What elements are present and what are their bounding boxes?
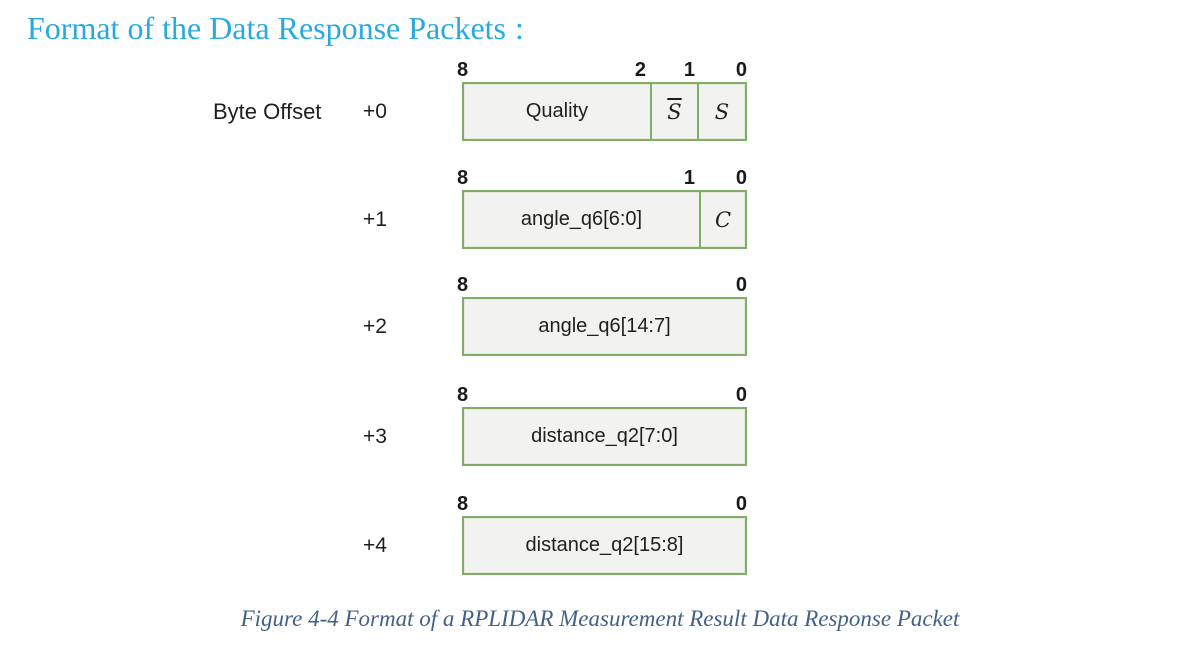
page-title: Format of the Data Response Packets: xyxy=(27,10,524,47)
field-cell-angle-high: angle_q6[14:7] xyxy=(538,315,671,337)
field-cell-c: C xyxy=(699,192,745,247)
bit-label: 0 xyxy=(735,384,747,406)
field-box: angle_q6[14:7] xyxy=(462,297,747,356)
packet-row-2: +2 8 0 angle_q6[14:7] xyxy=(0,275,1200,356)
bit-label: 0 xyxy=(735,59,747,81)
packet-row-1: +1 8 1 0 angle_q6[6:0] C xyxy=(0,168,1200,249)
bit-label: 1 xyxy=(683,59,695,81)
byte-offset-value: +0 xyxy=(363,99,387,123)
field-cell-angle-low: angle_q6[6:0] xyxy=(520,208,643,230)
figure-caption: Figure 4-4 Format of a RPLIDAR Measureme… xyxy=(240,606,960,631)
packet-row-0: +0 8 2 1 0 Quality S S xyxy=(0,60,1200,141)
packet-row-3: +3 8 0 distance_q2[7:0] xyxy=(0,385,1200,466)
field-cell-s: S xyxy=(697,84,745,139)
byte-offset-header: Byte Offset xyxy=(213,98,322,124)
byte-offset-value: +3 xyxy=(363,424,387,448)
field-box: Quality S S xyxy=(462,82,747,141)
bit-label: 8 xyxy=(457,384,469,406)
bit-label: 8 xyxy=(457,493,469,515)
bit-label: 2 xyxy=(634,59,646,81)
bit-label: 8 xyxy=(457,59,469,81)
bit-scale: 8 2 1 0 xyxy=(457,55,747,81)
bit-label: 8 xyxy=(457,167,469,189)
field-box: distance_q2[7:0] xyxy=(462,407,747,466)
bit-label: 0 xyxy=(735,167,747,189)
field-box: distance_q2[15:8] xyxy=(462,516,747,575)
packet-row-4: +4 8 0 distance_q2[15:8] xyxy=(0,494,1200,575)
field-cell-quality: Quality xyxy=(525,100,589,122)
bit-scale: 8 0 xyxy=(457,380,747,406)
field-box: angle_q6[6:0] C xyxy=(462,190,747,249)
field-cell-distance-high: distance_q2[15:8] xyxy=(525,534,684,556)
bit-label: 0 xyxy=(735,274,747,296)
bit-scale: 8 1 0 xyxy=(457,163,747,189)
byte-offset-value: +4 xyxy=(363,533,387,557)
bit-scale: 8 0 xyxy=(457,489,747,515)
bit-label: 0 xyxy=(735,493,747,515)
bit-label: 8 xyxy=(457,274,469,296)
byte-offset-value: +2 xyxy=(363,314,387,338)
bit-scale: 8 0 xyxy=(457,270,747,296)
page-title-colon: : xyxy=(515,10,524,46)
field-cell-s-bar: S xyxy=(650,84,697,139)
field-cell-distance-low: distance_q2[7:0] xyxy=(531,425,678,447)
page-title-text: Format of the Data Response Packets xyxy=(27,10,506,46)
bit-label: 1 xyxy=(683,167,695,189)
byte-offset-value: +1 xyxy=(363,207,387,231)
